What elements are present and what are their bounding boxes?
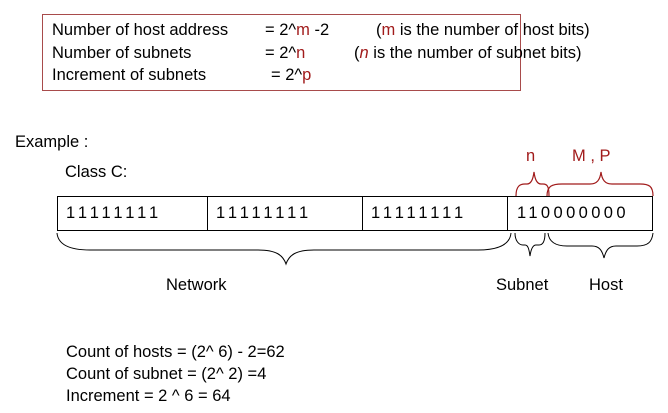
host-bits-brace: [546, 171, 654, 197]
host-bits-label: M , P: [572, 147, 611, 165]
formula-eq-hosts: = 2^m -2: [265, 21, 330, 39]
class-label: Class C:: [65, 163, 128, 181]
formula-note-subnets: (n is the number of subnet bits): [354, 44, 582, 62]
host-label: Host: [589, 276, 623, 294]
subnet-brace: [514, 232, 546, 257]
network-brace: [56, 232, 512, 266]
formula-note-hosts: (m is the number of host bits): [376, 21, 590, 39]
formula-eq-increment: = 2^p: [271, 66, 312, 84]
result-hosts: Count of hosts = (2^ 6) - 2=62: [66, 343, 285, 361]
address-bits-row: 11111111 11111111 11111111 110000000: [57, 196, 653, 231]
formula-label-subnets: Number of subnets: [52, 44, 192, 62]
formula-eq-subnets: = 2^n: [265, 44, 306, 62]
octet-3: 11111111: [363, 197, 508, 230]
octet-4: 110000000: [517, 204, 629, 222]
result-increment: Increment = 2 ^ 6 = 64: [66, 387, 231, 405]
formula-label-increment: Increment of subnets: [52, 66, 207, 84]
example-label: Example :: [15, 133, 89, 151]
formula-label-hosts: Number of host address: [52, 21, 229, 39]
network-label: Network: [166, 276, 227, 294]
result-subnets: Count of subnet = (2^ 2) =4: [66, 365, 267, 383]
subnet-bits-label: n: [526, 147, 536, 165]
host-brace: [547, 232, 654, 259]
subnet-bits-brace: [515, 171, 550, 197]
octet-1: 11111111: [58, 197, 208, 230]
octet-2: 11111111: [208, 197, 363, 230]
subnet-label: Subnet: [496, 276, 549, 294]
formula-box: [42, 14, 521, 91]
